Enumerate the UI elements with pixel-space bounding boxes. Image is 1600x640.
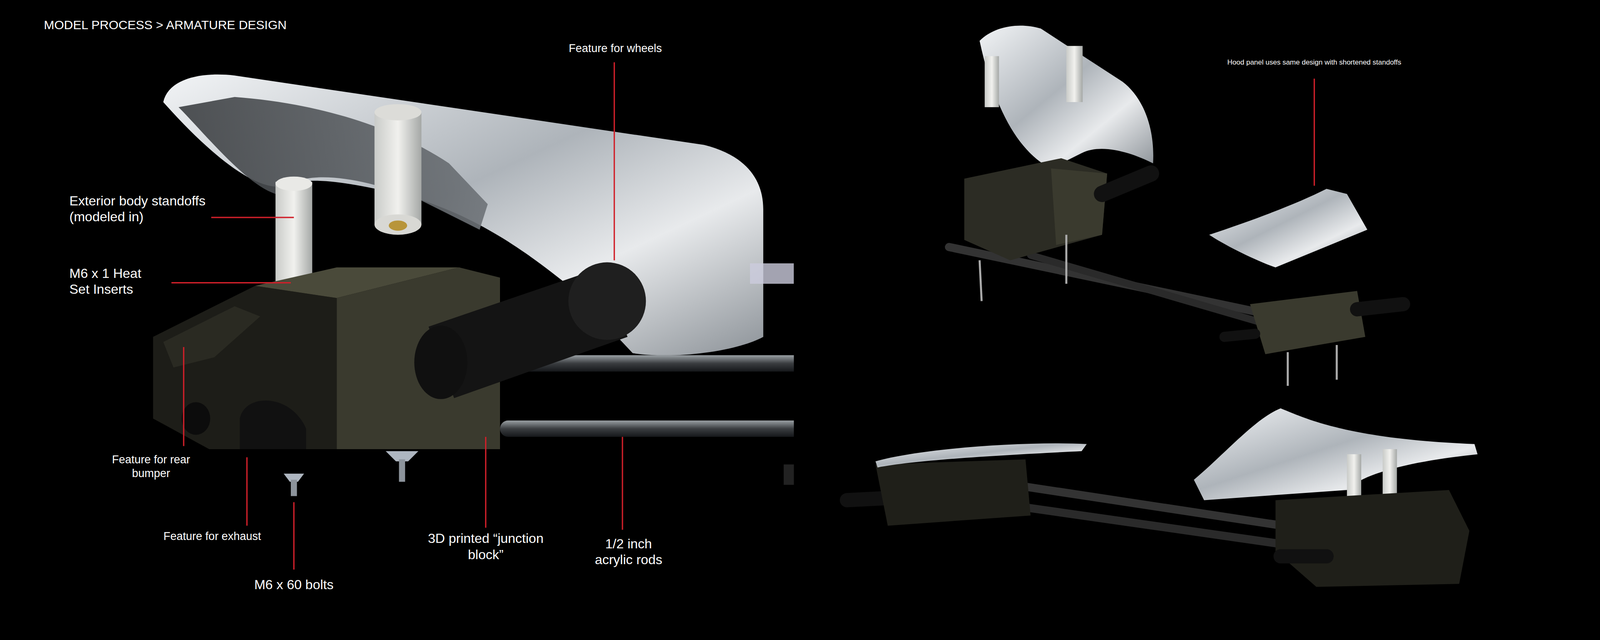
callout-label: Feature for exhaust xyxy=(163,529,261,543)
callout-label: 3D printed “junction block” xyxy=(425,530,547,563)
callout-label: 1/2 inch acrylic rods xyxy=(585,535,673,568)
callout-label: M6 x 1 Heat Set Inserts xyxy=(69,265,158,298)
callout-label: Exterior body standoffs (modeled in) xyxy=(69,192,233,225)
callout-label: Feature for rear bumper xyxy=(102,452,200,480)
callout-label: M6 x 60 bolts xyxy=(254,576,334,593)
callout-label: Feature for wheels xyxy=(568,41,663,55)
callout-label: Hood panel uses same design with shorten… xyxy=(1227,58,1402,67)
page-title: MODEL PROCESS > ARMATURE DESIGN xyxy=(43,17,287,33)
main-render xyxy=(152,74,794,497)
exploded-view xyxy=(847,25,1478,587)
leader-lines xyxy=(171,62,1315,570)
